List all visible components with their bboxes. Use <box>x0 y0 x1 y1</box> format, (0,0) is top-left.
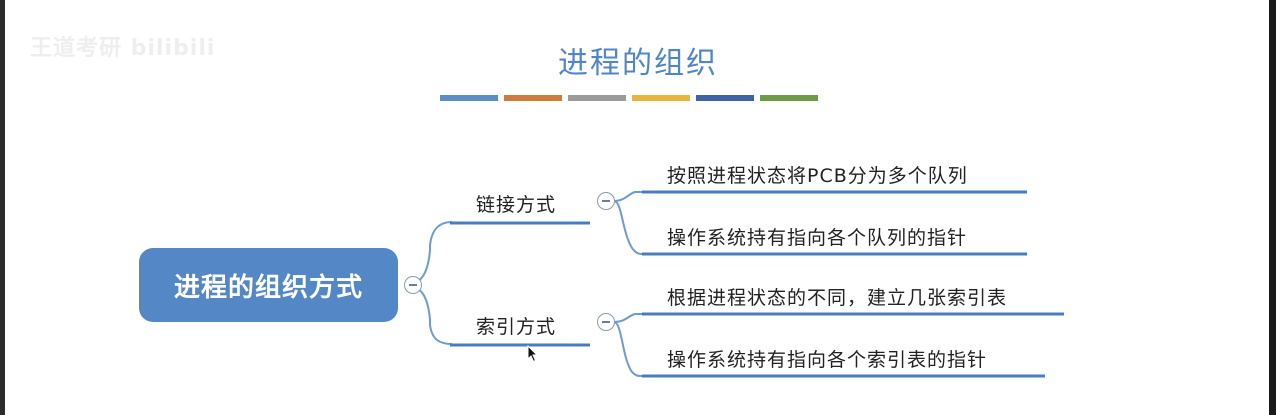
root-collapse-button[interactable] <box>404 276 422 294</box>
slide <box>5 0 1269 415</box>
color-bar-2 <box>504 95 562 101</box>
branch-2-collapse-button[interactable] <box>597 313 615 331</box>
color-bar-4 <box>632 95 690 101</box>
leaf-1-1-label[interactable]: 按照进程状态将PCB分为多个队列 <box>667 165 968 187</box>
connector-branch-2-to-leaf-1 <box>613 313 642 323</box>
leaf-2-1-label[interactable]: 根据进程状态的不同，建立几张索引表 <box>667 287 1008 309</box>
connector-branch-1-to-leaf-2 <box>613 200 643 255</box>
minus-icon <box>602 200 610 202</box>
branch-1-label[interactable]: 链接方式 <box>476 194 557 216</box>
slide-title: 进程的组织 <box>558 46 718 81</box>
branch-1-collapse-button[interactable] <box>597 192 615 210</box>
color-bar-6 <box>760 95 818 101</box>
minus-icon <box>602 321 610 323</box>
root-node[interactable]: 进程的组织方式 <box>139 248 398 322</box>
color-bar-3 <box>568 95 626 101</box>
color-bar-1 <box>440 95 498 101</box>
window-edge <box>1269 0 1276 415</box>
mouse-cursor-icon <box>527 345 539 363</box>
root-node-label: 进程的组织方式 <box>173 272 363 303</box>
connector-branch-1-to-leaf-1 <box>613 191 642 202</box>
connector-branch-2-to-leaf-2 <box>613 321 643 377</box>
color-bar-5 <box>696 95 754 101</box>
minus-icon <box>409 284 417 286</box>
leaf-1-2-label[interactable]: 操作系统持有指向各个队列的指针 <box>667 227 968 249</box>
leaf-2-2-label[interactable]: 操作系统持有指向各个索引表的指针 <box>667 349 988 371</box>
branch-2-label[interactable]: 索引方式 <box>476 316 557 338</box>
watermark: 王道考研 bilibili <box>30 36 216 61</box>
